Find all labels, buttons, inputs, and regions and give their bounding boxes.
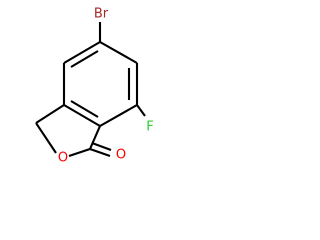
bond-c1-c7a <box>89 125 101 150</box>
bond-c5-c4 <box>63 41 101 64</box>
bond-c3-o <box>35 122 57 154</box>
bond-c7a-c7 <box>99 104 138 127</box>
fluorine-label: F <box>146 120 153 135</box>
bromine-label: Br <box>94 7 109 22</box>
bond-c6-c5 <box>99 41 138 64</box>
bond-c5-c4-inner <box>70 50 99 68</box>
bond-c3a-c7a <box>63 104 101 127</box>
ring-oxygen-label: O <box>58 151 68 166</box>
structure-canvas: Br F O O <box>35 6 154 166</box>
bond-c3a-c3 <box>35 104 65 124</box>
bond-c1-o-carbonyl-b <box>91 142 112 151</box>
carbonyl-oxygen-label: O <box>116 148 126 163</box>
structure-diagram: Br F O O <box>35 7 154 166</box>
bond-c1-o-carbonyl-a <box>89 148 111 157</box>
bond-c3a-c7a-inner <box>70 100 99 118</box>
bond-c7-f <box>136 104 146 117</box>
bond-o-c1 <box>68 148 91 157</box>
